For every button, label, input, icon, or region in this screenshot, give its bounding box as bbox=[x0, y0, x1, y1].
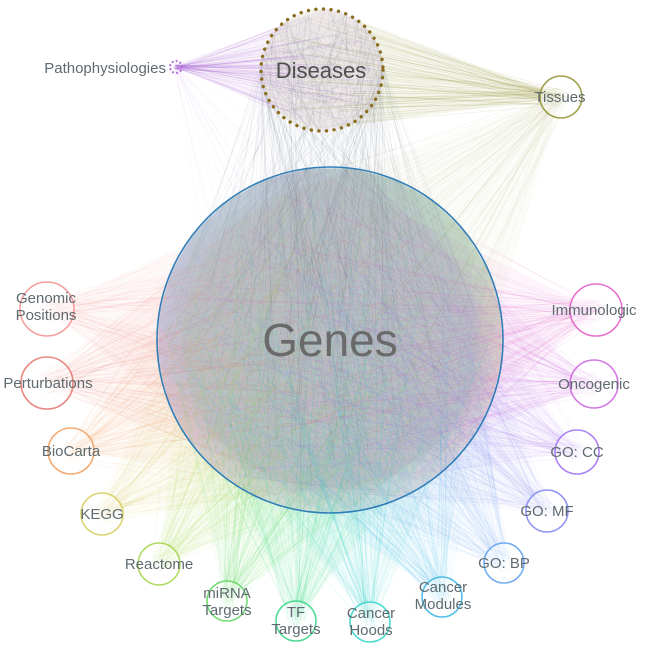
node-label-go-bp: GO: BP bbox=[478, 555, 530, 572]
node-reactome[interactable] bbox=[137, 542, 181, 586]
edges-pathophysiologies-diseases bbox=[173, 18, 380, 123]
edges-go-mf-genes bbox=[180, 183, 556, 519]
node-label-cancer-modules: Modules bbox=[415, 596, 472, 613]
node-biocarta[interactable] bbox=[47, 427, 95, 475]
node-genes[interactable] bbox=[156, 166, 504, 514]
node-label-reactome: Reactome bbox=[125, 556, 193, 573]
node-diseases[interactable] bbox=[259, 7, 385, 133]
hairball-diseases bbox=[269, 12, 378, 125]
edges-immunologic-genes bbox=[181, 174, 607, 493]
edges-go-cc-genes bbox=[168, 182, 586, 486]
beam-pathophysiologies-diseases bbox=[176, 9, 383, 131]
beam-tf-targets-genes bbox=[158, 168, 502, 622]
beam-tissues-diseases bbox=[261, 9, 561, 131]
edges-perturbations-genes bbox=[35, 175, 495, 495]
node-pathophysiologies[interactable] bbox=[168, 59, 184, 75]
node-label-genomic-positions: Genomic bbox=[16, 290, 77, 307]
edges-cancer-hoods-genes bbox=[187, 178, 492, 630]
node-label-genes: Genes bbox=[262, 314, 398, 366]
beam-kegg-genes bbox=[102, 168, 502, 514]
node-label-tissues: Tissues bbox=[534, 89, 585, 106]
node-label-perturbations: Perturbations bbox=[3, 375, 92, 392]
edges-kegg-genes bbox=[93, 173, 490, 524]
node-kegg[interactable] bbox=[80, 492, 124, 536]
edges-biocarta-genes bbox=[61, 177, 463, 497]
node-label-mirna-targets: miRNA bbox=[203, 585, 251, 602]
edges-tissues-diseases bbox=[265, 16, 570, 128]
node-label-tf-targets: TF bbox=[287, 604, 305, 621]
node-label-oncogenic: Oncogenic bbox=[558, 376, 630, 393]
beam-cancer-hoods-genes bbox=[158, 168, 502, 623]
edges-genomic-positions-genes bbox=[35, 198, 467, 488]
node-label-tf-targets: Targets bbox=[271, 621, 320, 638]
edge-beam-layer bbox=[47, 9, 596, 623]
edges-reactome-genes bbox=[150, 178, 486, 574]
beam-oncogenic-genes bbox=[157, 167, 595, 511]
node-go-mf[interactable] bbox=[525, 489, 569, 533]
edges-go-bp-genes bbox=[176, 188, 512, 572]
node-perturbations[interactable] bbox=[20, 356, 74, 410]
edges-tf-targets-genes bbox=[173, 182, 490, 630]
node-label-biocarta: BioCarta bbox=[42, 443, 101, 460]
node-label-kegg: KEGG bbox=[80, 506, 123, 523]
node-label-cancer-hoods: Cancer bbox=[347, 605, 395, 622]
node-immunologic[interactable] bbox=[569, 283, 623, 337]
edges-oncogenic-genes bbox=[168, 201, 605, 498]
beam-biocarta-genes bbox=[71, 168, 502, 499]
node-cancer-modules[interactable] bbox=[421, 576, 463, 618]
edges-diseases-genes bbox=[164, 8, 492, 503]
node-label-diseases: Diseases bbox=[276, 58, 366, 83]
beam-go-bp-genes bbox=[158, 168, 505, 564]
node-go-cc[interactable] bbox=[554, 429, 600, 475]
node-tissues[interactable] bbox=[539, 75, 583, 119]
edges-mirna-targets-genes bbox=[164, 184, 476, 610]
node-label-pathophysiologies: Pathophysiologies bbox=[44, 60, 166, 77]
beam-cancer-modules-genes bbox=[158, 168, 489, 597]
beam-reactome-genes bbox=[159, 168, 502, 564]
node-label-mirna-targets: Targets bbox=[202, 602, 251, 619]
node-tf-targets[interactable] bbox=[275, 600, 317, 642]
node-label-cancer-modules: Cancer bbox=[419, 579, 467, 596]
beam-perturbations-genes bbox=[47, 168, 502, 511]
node-label-layer: Genes Diseases PathophysiologiesTissuesGen… bbox=[3, 58, 637, 639]
node-oncogenic[interactable] bbox=[569, 359, 619, 409]
beam-go-cc-genes bbox=[157, 167, 578, 498]
node-cancer-hoods[interactable] bbox=[349, 601, 391, 643]
node-label-immunologic: Immunologic bbox=[551, 302, 637, 319]
node-genomic-positions[interactable] bbox=[19, 281, 75, 337]
beam-mirna-targets-genes bbox=[169, 168, 502, 601]
beam-genomic-positions-genes bbox=[47, 168, 502, 512]
node-go-bp[interactable] bbox=[483, 542, 525, 584]
edges-cancer-modules-genes bbox=[165, 223, 495, 606]
edges-tissues-genes bbox=[175, 88, 570, 501]
node-label-genomic-positions: Positions bbox=[16, 307, 77, 324]
node-label-cancer-hoods: Hoods bbox=[349, 622, 392, 639]
node-label-go-mf: GO: MF bbox=[520, 503, 573, 520]
node-mirna-targets[interactable] bbox=[206, 580, 248, 622]
beam-go-mf-genes bbox=[158, 168, 547, 511]
node-label-go-cc: GO: CC bbox=[550, 444, 604, 461]
beam-immunologic-genes bbox=[158, 168, 596, 512]
edges-pathophysiologies-genes bbox=[173, 64, 470, 470]
